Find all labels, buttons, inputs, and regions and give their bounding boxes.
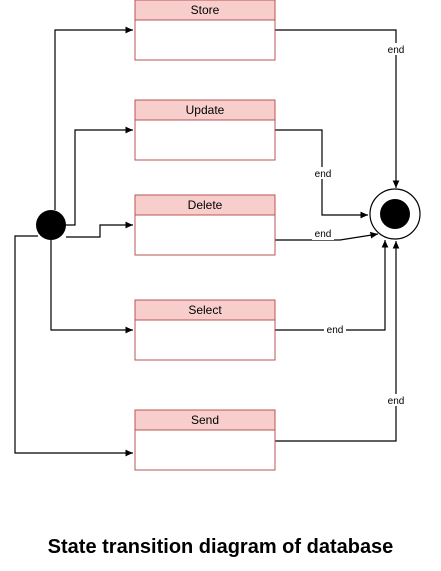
state-title: Select (188, 303, 222, 317)
edge-delete-to-final (275, 231, 379, 241)
edge-initial-to-select (50, 240, 133, 334)
edge-initial-to-delete (66, 221, 133, 238)
state-title: Update (186, 103, 225, 117)
edge-label-delete: end (315, 229, 332, 240)
edge-select-to-final (275, 240, 389, 331)
diagram-caption: State transition diagram of database (47, 536, 394, 558)
edge-initial-to-store (54, 26, 133, 210)
state-update: Update (134, 99, 276, 161)
state-delete: Delete (134, 194, 276, 256)
initial-node (36, 210, 66, 240)
edge-label-send: end (388, 396, 405, 407)
edge-initial-to-update (65, 126, 133, 226)
edge-store-to-final (275, 29, 400, 188)
edge-initial-to-send (14, 235, 133, 457)
state-select: Select (134, 299, 276, 361)
edge-label-update: end (315, 169, 332, 180)
state-title: Store (191, 3, 220, 17)
final-node (369, 188, 421, 240)
edge-send-to-final (275, 241, 400, 442)
edge-label-select: end (327, 325, 344, 336)
state-send: Send (134, 409, 276, 471)
state-title: Send (191, 413, 219, 427)
edge-label-store: end (388, 45, 405, 56)
state-title: Delete (188, 198, 223, 212)
state-store: Store (134, 0, 276, 61)
